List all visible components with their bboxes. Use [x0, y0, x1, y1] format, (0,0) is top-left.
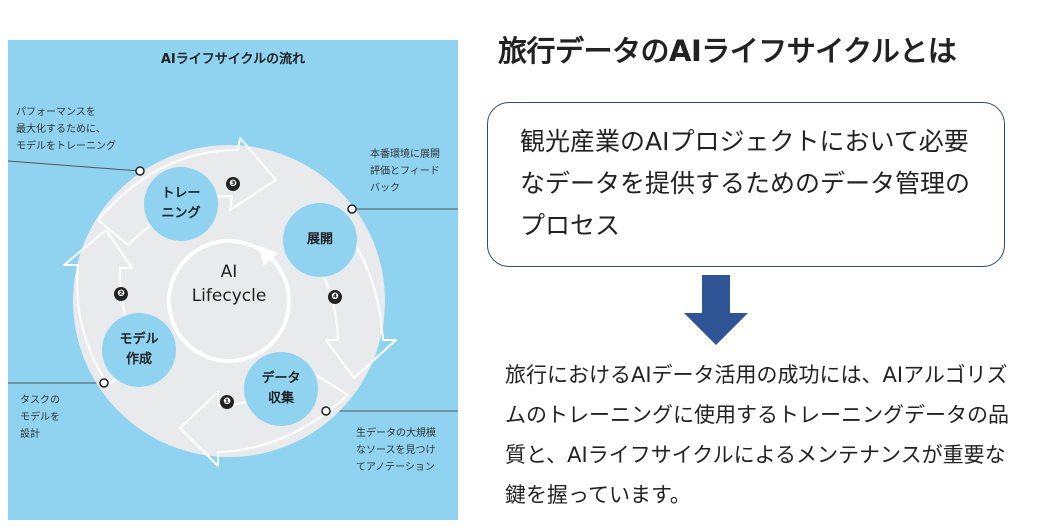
model-note: タスクの モデルを 設計	[20, 395, 60, 440]
diagram-title: AIライフサイクルの流れ	[160, 52, 306, 67]
model-note-dot	[99, 378, 109, 388]
stage-model: モデル 作成	[102, 313, 176, 387]
training-note-line	[8, 160, 141, 172]
page-title: 旅行データのAIライフサイクルとは	[498, 34, 957, 68]
step-number-3: ❸	[226, 177, 240, 191]
center-cycle-arrowhead	[258, 245, 278, 266]
down-arrow-icon	[684, 275, 748, 345]
stage-data: データ 収集	[244, 352, 318, 426]
data-note-dot	[321, 406, 331, 416]
data-note: 生データの大規模 なソースを見つけ てアノテーション	[356, 428, 436, 473]
training-note: パフォーマンスを 最大化するために、 モデルをトレーニング	[16, 107, 116, 152]
step-number-2: ❷	[114, 287, 128, 301]
lifecycle-diagram: AIライフサイクルの流れ パフォーマンスを 最大化するために、 モデルをトレーニ…	[8, 40, 458, 520]
training-note-dot	[135, 166, 145, 176]
deploy-note-dot	[347, 204, 357, 214]
definition-box: 観光産業のAIプロジェクトにおいて必要なデータを提供するためのデータ管理のプロセ…	[487, 102, 1005, 267]
center-label: AI Lifecycle	[191, 262, 267, 306]
body-text: 旅行におけるAIデータ活用の成功には、AIアルゴリズムのトレーニングに使用するト…	[505, 363, 1009, 507]
definition-text: 観光産業のAIプロジェクトにおいて必要なデータを提供するためのデータ管理のプロセ…	[520, 127, 971, 240]
deploy-note: 本番環境に展開 評価とフィード バック	[370, 149, 440, 194]
stage-training: トレー ニング	[144, 167, 218, 241]
stage-deploy: 展開	[283, 203, 357, 277]
step-number-1: ❶	[220, 395, 234, 409]
center-circle	[171, 243, 287, 359]
step-number-4: ❹	[328, 290, 342, 304]
